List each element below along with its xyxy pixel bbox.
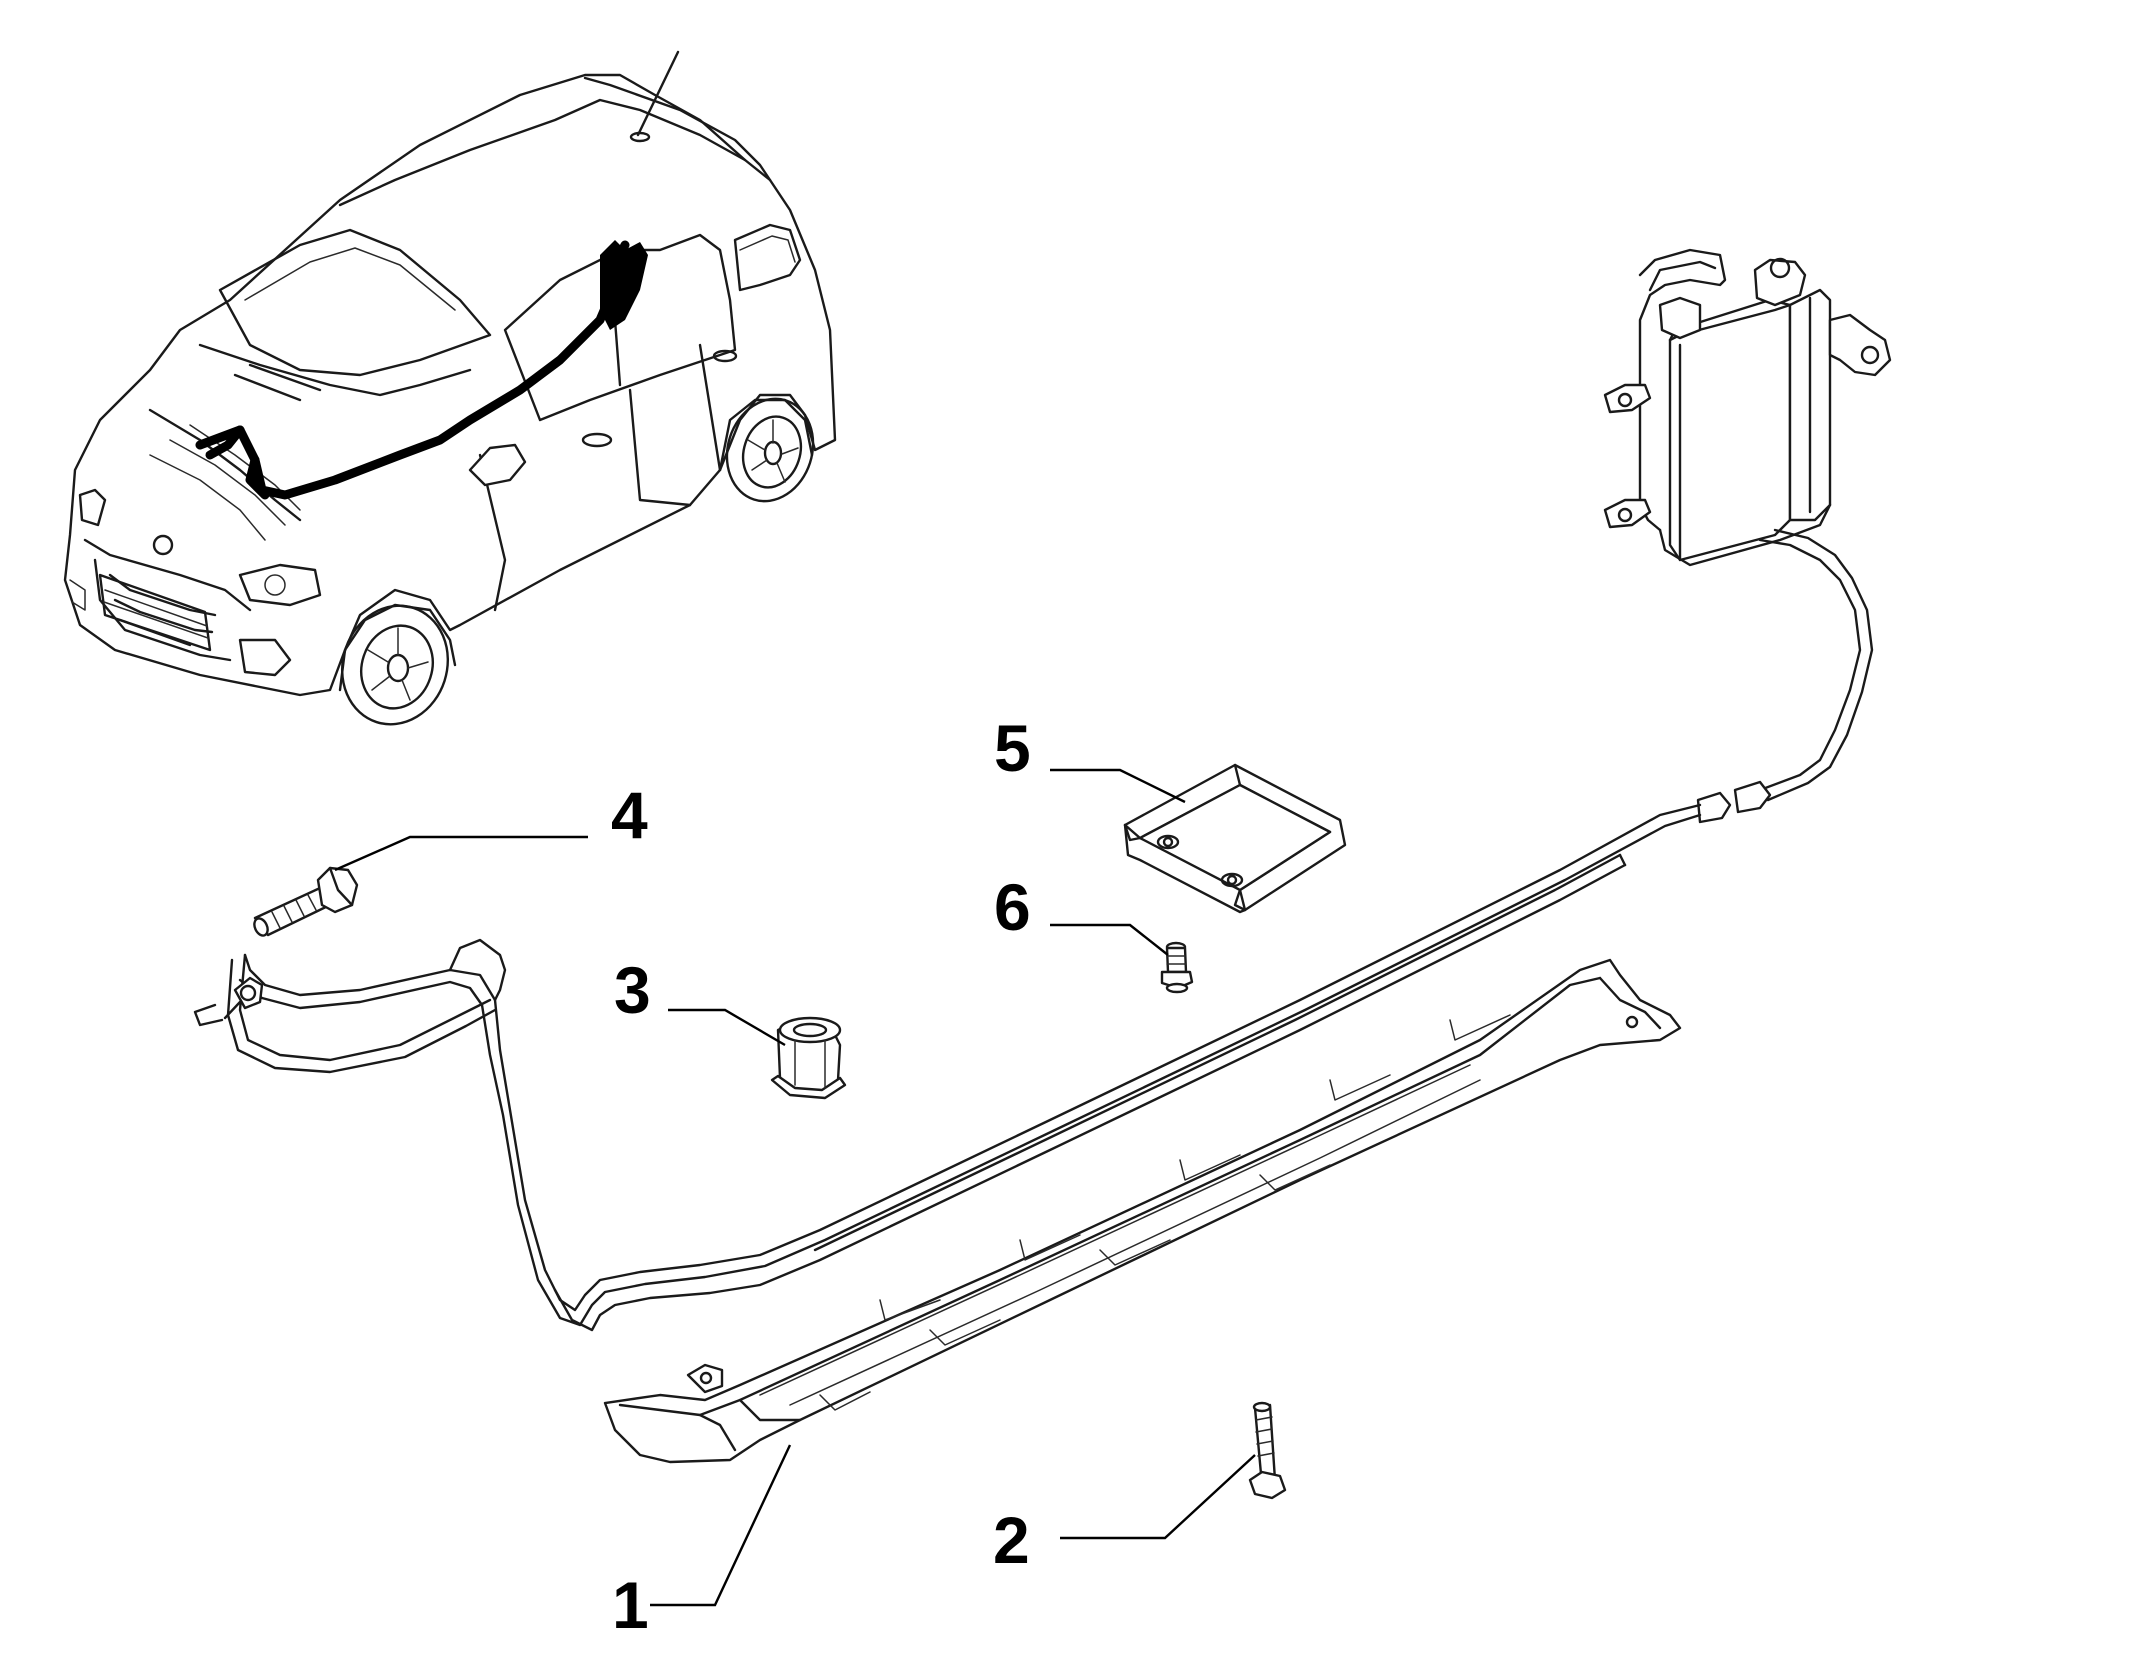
- callout-4: 4: [611, 778, 648, 852]
- part-5-bracket: [1123, 763, 1347, 914]
- callout-3: 3: [614, 953, 651, 1027]
- part-3-clip-nut: [770, 1016, 847, 1100]
- callout-5: 5: [994, 711, 1031, 785]
- callout-1: 1: [612, 1568, 649, 1642]
- vehicle-illustration: [63, 50, 837, 726]
- washer-hose-pipe: [193, 803, 1702, 1332]
- leader-lines: [334, 768, 1256, 1607]
- callout-2: 2: [993, 1503, 1030, 1577]
- reservoir-assembly: [1603, 248, 1892, 824]
- part-6-screw: [1160, 941, 1194, 994]
- part-1-protection-cover: [603, 958, 1682, 1464]
- leader-3: [668, 1008, 786, 1047]
- callout-numbers: 1 2 3 4 5 6: [611, 711, 1031, 1642]
- leader-6: [1050, 923, 1169, 956]
- leader-1: [650, 1444, 792, 1607]
- leader-5: [1050, 768, 1186, 804]
- leader-2: [1060, 1454, 1256, 1540]
- part-2-bolt: [1248, 1401, 1287, 1500]
- part-4-hex-bolt: [253, 866, 359, 937]
- callout-6: 6: [994, 870, 1031, 944]
- leader-4: [334, 835, 588, 872]
